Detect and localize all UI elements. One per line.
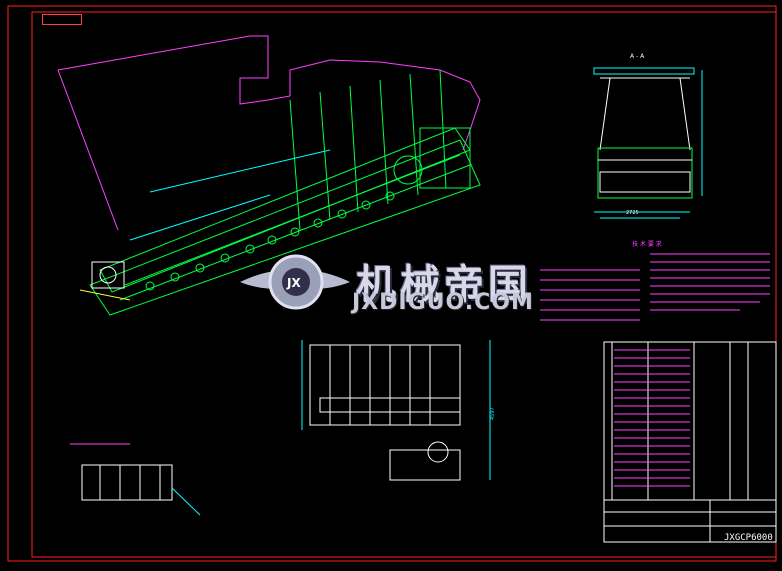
hopper-outline (57, 35, 481, 151)
section-aa-label: A - A (630, 53, 645, 60)
drive-head (79, 261, 131, 301)
bolt-detail (70, 443, 201, 516)
watermark-title: 机械帝国 (356, 262, 532, 308)
inner-frame (31, 11, 777, 558)
plan-view (301, 340, 491, 481)
tech-requirements-heading: 技 术 要 求 (632, 240, 662, 248)
watermark-gear-logo (240, 254, 350, 310)
watermark-logo-letters: JX (286, 276, 301, 290)
drawing-code: JXGCP6000 (724, 533, 773, 543)
plan-height-dim: 4597 (490, 407, 496, 420)
section-view-aa (593, 67, 703, 219)
belt-rollers (145, 155, 423, 291)
corner-stamp-box (42, 14, 82, 25)
section-width-dim: 2725 (626, 210, 639, 216)
parts-list-rows (614, 349, 690, 487)
watermark-url: JXDIGUO.COM (352, 290, 534, 315)
feeder-main-body (89, 69, 481, 316)
hopper-left-edge (57, 69, 119, 231)
spec-list-lines (540, 269, 640, 321)
tech-requirements-lines (650, 253, 770, 311)
parts-list-table (603, 341, 777, 543)
